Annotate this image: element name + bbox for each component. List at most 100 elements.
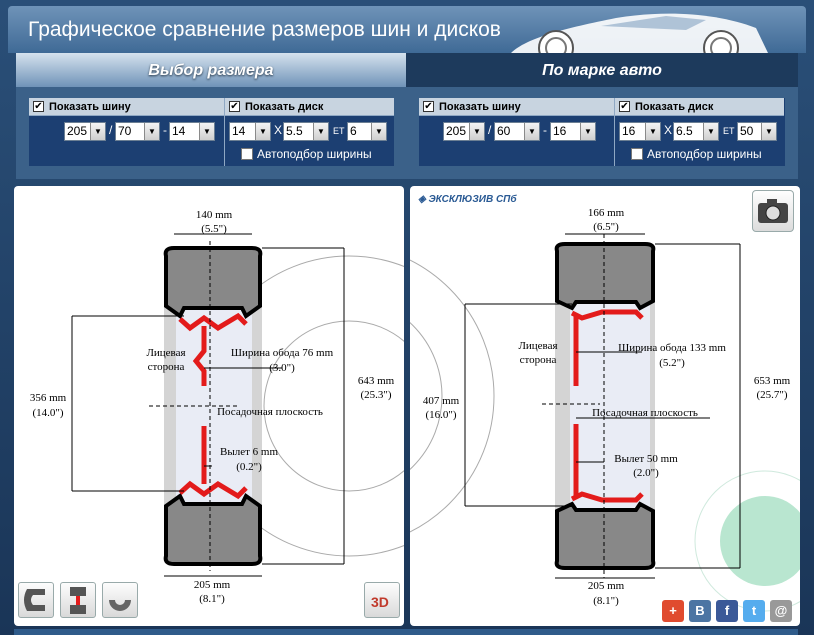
outer-diam-in: (25.7") bbox=[756, 389, 787, 401]
disc-profile-top bbox=[570, 309, 644, 386]
inner-ghost-circle bbox=[410, 322, 443, 470]
left-disc-group: ✔ Показать диск 14▼ X 5.5▼ ET 6▼ Автопод… bbox=[224, 98, 394, 166]
bottom-width-in: (8.1") bbox=[593, 595, 619, 607]
tire-width-select[interactable]: 205▼ bbox=[443, 122, 485, 141]
header: Графическое сравнение размеров шин и дис… bbox=[8, 6, 806, 56]
et-label: ET bbox=[723, 126, 735, 136]
facebook-icon[interactable]: f bbox=[716, 600, 738, 622]
disc-width-select[interactable]: 6.5▼ bbox=[673, 122, 719, 141]
x-sep: X bbox=[664, 123, 673, 137]
outer-ghost-circle bbox=[410, 259, 495, 533]
tire-rim-select[interactable]: 16 ▼ bbox=[550, 122, 596, 141]
auto-width-checkbox[interactable] bbox=[631, 148, 643, 160]
chevron-down-icon: ▼ bbox=[313, 123, 328, 140]
outer-diam-in: (25.3") bbox=[360, 389, 391, 401]
disc-profile-bottom bbox=[178, 426, 248, 500]
link-icon[interactable]: @ bbox=[770, 600, 792, 622]
auto-width-checkbox[interactable] bbox=[241, 148, 253, 160]
tab-by-car-label: По марке авто bbox=[542, 62, 662, 79]
screenshot-button[interactable] bbox=[752, 190, 794, 232]
disc-et-select[interactable]: 50 ▼ bbox=[737, 122, 777, 141]
tire-width-select[interactable]: 205▼ bbox=[64, 122, 106, 141]
3d-view-icon: 3D bbox=[371, 594, 389, 610]
right-size-panel: ✔ Показать шину 205▼ / 60▼ - 16▼ ✔ Показ… bbox=[419, 98, 785, 166]
show-tire-label: Показать шину bbox=[49, 101, 131, 113]
face-label-2: сторона bbox=[520, 354, 557, 366]
tire-side-view-icon bbox=[24, 589, 45, 611]
face-label-2: сторона bbox=[148, 361, 185, 373]
right-disc-header: ✔ Показать диск bbox=[615, 98, 784, 116]
inner-ghost-circle bbox=[263, 320, 404, 492]
right-tire-group: ✔ Показать шину 205▼ / 60▼ - 16▼ bbox=[419, 98, 614, 166]
show-tire-checkbox[interactable]: ✔ bbox=[33, 101, 44, 112]
chevron-down-icon: ▼ bbox=[144, 123, 159, 140]
outer-diam-mm: 643 mm bbox=[358, 375, 395, 387]
x-sep: X bbox=[274, 123, 283, 137]
chevron-down-icon: ▼ bbox=[524, 123, 539, 140]
mount-plane-label: Посадочная плоскость bbox=[592, 407, 698, 419]
auto-width-option[interactable]: Автоподбор ширины bbox=[241, 147, 372, 161]
disc-diameter-select[interactable]: 16▼ bbox=[619, 122, 661, 141]
show-disc-checkbox[interactable]: ✔ bbox=[229, 101, 240, 112]
chevron-down-icon: ▼ bbox=[371, 123, 386, 140]
plus-share-icon[interactable]: + bbox=[662, 600, 684, 622]
right-wheel-view: ◈ ЭКСКЛЮЗИВ СПб bbox=[410, 186, 800, 626]
show-disc-label: Показать диск bbox=[245, 101, 324, 113]
rim-cavity bbox=[570, 301, 650, 513]
chevron-down-icon: ▼ bbox=[761, 123, 776, 140]
rim-width-in: (5.2") bbox=[659, 357, 685, 369]
bottom-width-mm: 205 mm bbox=[194, 579, 231, 591]
bottom-width-in: (8.1") bbox=[199, 593, 225, 605]
green-ring bbox=[694, 470, 800, 612]
tire-profile-value: 60 bbox=[497, 124, 511, 138]
show-tire-checkbox[interactable]: ✔ bbox=[423, 101, 434, 112]
dash-sep: - bbox=[543, 123, 547, 137]
auto-width-option[interactable]: Автоподбор ширины bbox=[631, 147, 762, 161]
half-view-button[interactable] bbox=[102, 582, 138, 618]
top-width-in: (6.5") bbox=[593, 221, 619, 233]
tire-profile-select[interactable]: 60 ▼ bbox=[494, 122, 540, 141]
tab-by-size[interactable]: Выбор размера bbox=[16, 53, 406, 87]
slash-sep: / bbox=[109, 123, 113, 137]
left-size-panel: ✔ Показать шину 205▼ / 70▼ - 14▼ ✔ Показ… bbox=[29, 98, 394, 166]
show-tire-label: Показать шину bbox=[439, 101, 521, 113]
face-label-1: Лицевая bbox=[518, 340, 557, 352]
tire-rim-value: 16 bbox=[553, 124, 567, 138]
logo-text: ЭКСКЛЮЗИВ СПб bbox=[428, 194, 517, 205]
side-view-button[interactable] bbox=[18, 582, 54, 618]
tire-half-view-icon bbox=[109, 600, 131, 611]
logo-symbol-icon: ◈ bbox=[418, 194, 429, 205]
twitter-icon[interactable]: t bbox=[743, 600, 765, 622]
top-width-mm: 140 mm bbox=[196, 209, 233, 221]
disc-diameter-value: 16 bbox=[622, 124, 636, 138]
rim-width-in: (3.0") bbox=[269, 362, 295, 374]
offset-in: (2.0") bbox=[633, 467, 659, 479]
bottom-width-mm: 205 mm bbox=[588, 580, 625, 592]
tire-top-tread bbox=[554, 242, 656, 311]
chevron-down-icon: ▼ bbox=[580, 123, 595, 140]
3d-view-button[interactable]: 3D bbox=[364, 582, 400, 618]
tire-top-tread bbox=[163, 246, 263, 319]
disc-width-select[interactable]: 5.5▼ bbox=[283, 122, 329, 141]
disc-et-value: 50 bbox=[740, 124, 754, 138]
green-highlight-circle bbox=[720, 496, 800, 586]
tab-by-size-label: Выбор размера bbox=[148, 62, 274, 79]
tab-by-car[interactable]: По марке авто bbox=[406, 53, 798, 87]
front-view-button[interactable] bbox=[60, 582, 96, 618]
right-disc-group: ✔ Показать диск 16▼ X 6.5▼ ET 50 ▼ Автопо… bbox=[614, 98, 784, 166]
svg-text:3D: 3D bbox=[371, 594, 389, 610]
tire-rim-select[interactable]: 14▼ bbox=[169, 122, 215, 141]
face-label-1: Лицевая bbox=[146, 347, 185, 359]
tire-profile-select[interactable]: 70▼ bbox=[115, 122, 160, 141]
disc-et-select[interactable]: 6▼ bbox=[347, 122, 387, 141]
camera-icon bbox=[758, 199, 788, 223]
show-disc-checkbox[interactable]: ✔ bbox=[619, 101, 630, 112]
disc-profile-top bbox=[178, 312, 248, 386]
chevron-down-icon: ▼ bbox=[255, 123, 270, 140]
mount-plane-label: Посадочная плоскость bbox=[217, 406, 323, 418]
disc-diameter-select[interactable]: 14▼ bbox=[229, 122, 271, 141]
tire-bottom-tread bbox=[163, 493, 263, 566]
tire-rim-value: 14 bbox=[172, 124, 186, 138]
vk-icon[interactable]: В bbox=[689, 600, 711, 622]
